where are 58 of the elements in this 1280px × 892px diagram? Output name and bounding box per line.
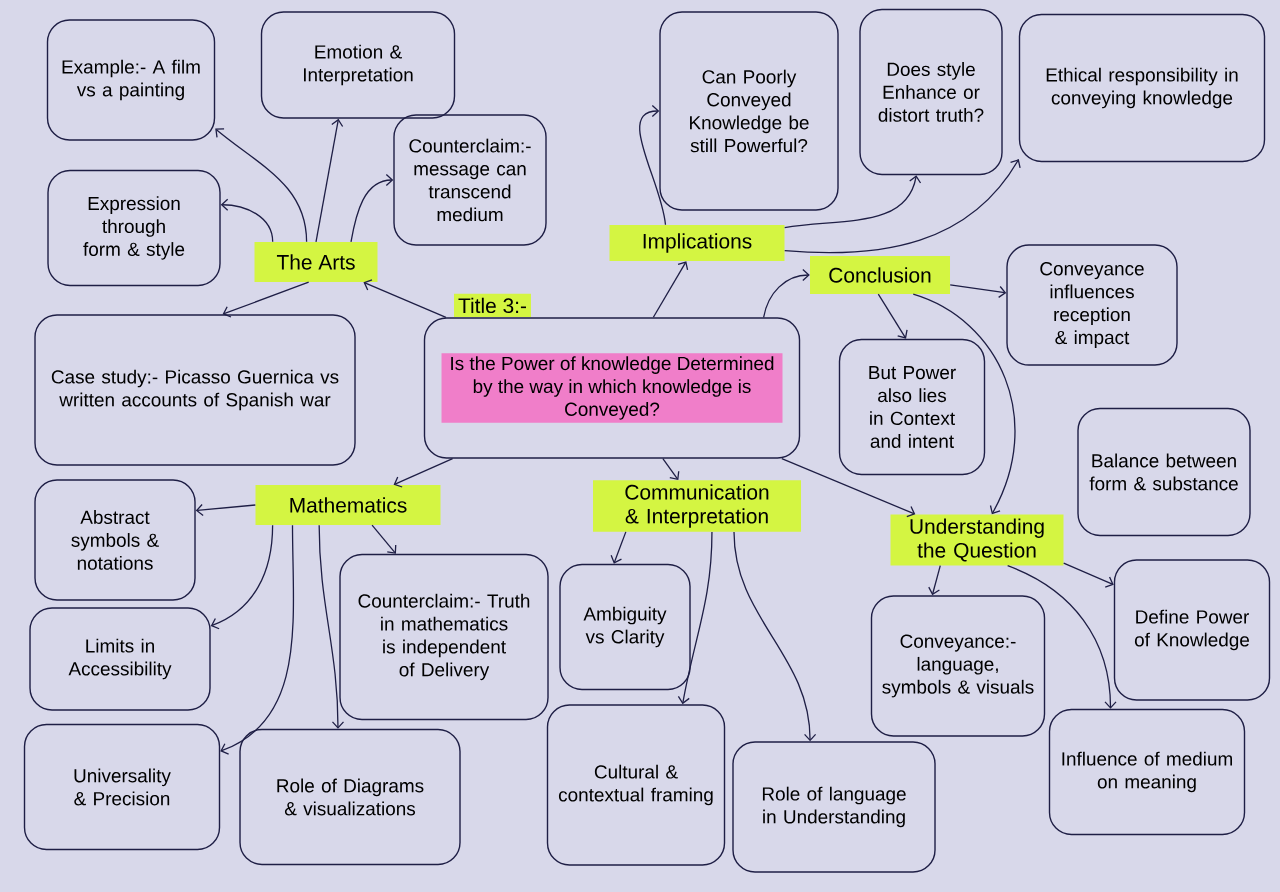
arrow — [928, 565, 941, 596]
note-box: Can Poorly Conveyed Knowledge be still Powerful? — [659, 11, 839, 211]
note-box: Role of language in Understanding — [732, 741, 936, 873]
arrow — [784, 175, 922, 229]
arrow — [781, 458, 916, 518]
note-box: Conveyance influences reception & impact — [1006, 244, 1178, 366]
highlighted-heading: Mathematics — [255, 485, 441, 525]
note-box: Ambiguity vs Clarity — [559, 563, 691, 691]
note-box: Expression through form & style — [47, 169, 221, 287]
arrow — [210, 524, 274, 630]
arrow — [652, 261, 689, 318]
highlighted-heading: Implications — [609, 225, 785, 261]
note-box: Counterclaim:- Truth in mathematics is independent of Delivery — [339, 553, 549, 721]
note-box: Ethical responsibility in conveying knowledge — [1018, 13, 1266, 163]
arrow — [371, 524, 397, 554]
arrow — [220, 524, 295, 755]
node-label: Title 3:- — [458, 297, 527, 314]
arrow — [393, 458, 454, 488]
arrow — [610, 531, 627, 564]
note-box: But Power also lies in Context and intent — [838, 338, 986, 476]
question-box: Is the Power of knowledge Determined by the way in which knowledge is Conveyed? Title 3:- — [423, 293, 801, 459]
note-box: Example:- A film vs a painting — [46, 19, 216, 141]
note-box: Role of Diagrams & visualizations — [239, 728, 461, 866]
arrow — [315, 118, 344, 243]
arrow — [949, 284, 1007, 298]
note-box: Counterclaim:- message can transcend medium — [393, 114, 547, 246]
note-box: Abstract symbols & notations — [34, 479, 196, 601]
note-box: Define Power of Knowledge — [1113, 559, 1271, 701]
arrow — [363, 279, 447, 318]
arrow — [662, 458, 680, 481]
arrow — [639, 104, 667, 226]
note-box: Universality & Precision — [23, 723, 221, 851]
arrow — [912, 293, 1016, 515]
note-box: Influence of medium on meaning — [1048, 708, 1246, 836]
note-box: Limits in Accessibility — [29, 607, 211, 711]
arrow — [350, 173, 394, 243]
arrow — [1007, 565, 1117, 709]
arrow — [220, 198, 274, 243]
highlighted-heading: The Arts — [254, 242, 378, 282]
note-box: Balance between form & substance — [1077, 407, 1251, 537]
arrow — [1063, 562, 1114, 588]
arrow — [222, 281, 310, 318]
arrow — [733, 531, 817, 742]
arrow — [763, 268, 810, 318]
highlighted-heading: Conclusion — [810, 256, 950, 294]
note-box: Does style Enhance or distort truth? — [859, 8, 1003, 176]
arrow — [318, 524, 345, 729]
highlighted-heading: Communication & Interpretation — [593, 480, 801, 532]
note-box: Conveyance:- language, symbols & visuals — [870, 595, 1046, 737]
arrow — [677, 531, 713, 705]
arrow — [784, 159, 1021, 254]
arrow — [215, 128, 308, 243]
highlighted-heading: Understanding the Question — [890, 514, 1064, 566]
arrow — [195, 503, 256, 517]
arrow — [877, 293, 908, 339]
note-box: Cultural & contextual framing — [546, 704, 726, 866]
note-box: Case study:- Picasso Guernica vs written accounts of Spanish war — [34, 314, 356, 466]
note-box: Emotion & Interpretation — [260, 11, 456, 119]
